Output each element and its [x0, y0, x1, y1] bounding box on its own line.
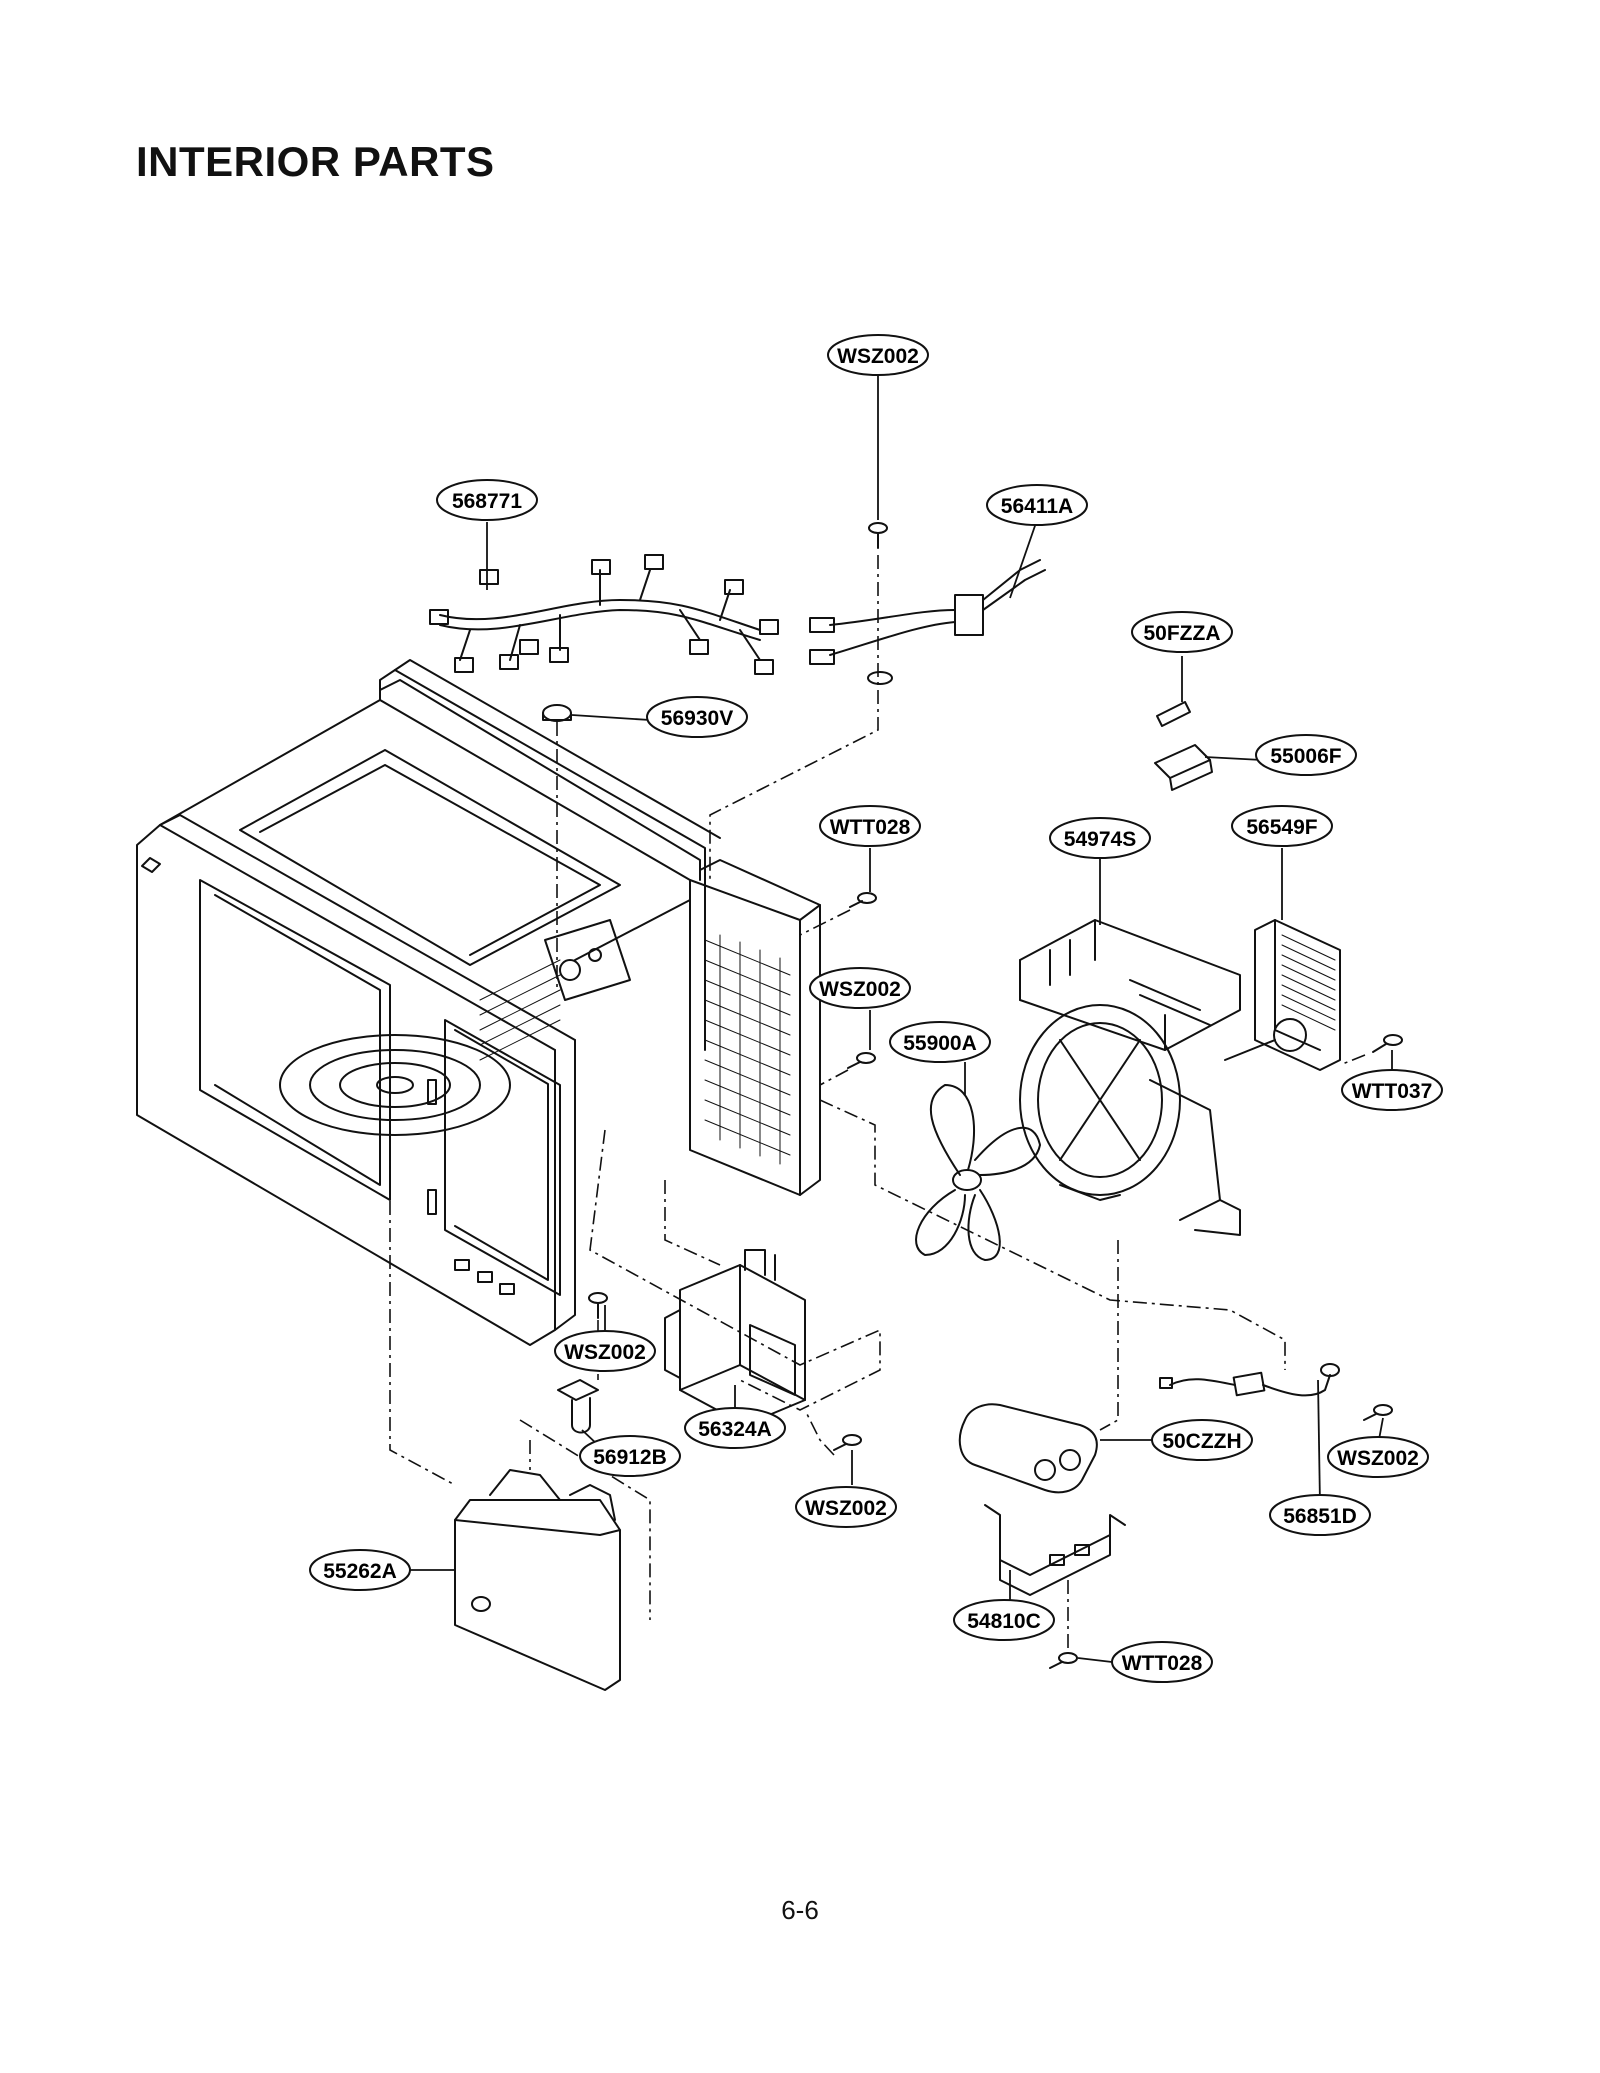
svg-text:56324A: 56324A: [698, 1418, 772, 1441]
label-55900A: 55900A: [889, 1021, 991, 1063]
label-56912B: 56912B: [579, 1435, 681, 1477]
label-56851D: 56851D: [1269, 1494, 1371, 1536]
lamp-socket: [557, 1379, 599, 1434]
label-wsz002-top: WSZ002: [827, 334, 929, 376]
fan-shroud: [1019, 1004, 1241, 1236]
hv-capacitor: [958, 1403, 1098, 1494]
screw-wsz002-mid: [847, 1052, 876, 1069]
svg-text:WTT037: WTT037: [1352, 1080, 1433, 1103]
svg-text:WSZ002: WSZ002: [1337, 1447, 1419, 1470]
screws: [588, 522, 1403, 1669]
screw-wsz002-top: [868, 522, 888, 549]
hv-diode: [1159, 1363, 1340, 1397]
svg-text:WSZ002: WSZ002: [564, 1341, 646, 1364]
fan-blade: [915, 1084, 1041, 1261]
screw-wtt028-top: [849, 892, 877, 908]
label-55262A: 55262A: [309, 1549, 411, 1591]
svg-text:WSZ002: WSZ002: [837, 345, 919, 368]
label-50CZZH: 50CZZH: [1151, 1419, 1253, 1461]
assembly-lines: [389, 555, 1366, 1650]
svg-text:WSZ002: WSZ002: [819, 978, 901, 1001]
label-56549F: 56549F: [1231, 805, 1333, 847]
svg-text:WTT028: WTT028: [830, 816, 911, 839]
svg-text:50CZZH: 50CZZH: [1162, 1430, 1241, 1453]
label-wsz002-left: WSZ002: [554, 1330, 656, 1372]
svg-text:56411A: 56411A: [1001, 495, 1073, 518]
oven-cavity: [136, 659, 721, 1346]
label-wsz002-bot: WSZ002: [795, 1486, 897, 1528]
screw-wtt037: [1372, 1034, 1403, 1053]
svg-text:54974S: 54974S: [1064, 828, 1136, 851]
svg-text:WTT028: WTT028: [1122, 1652, 1203, 1675]
screw-wsz002-right: [1363, 1404, 1393, 1421]
label-50FZZA: 50FZZA: [1131, 611, 1233, 653]
screw-wsz002-bot: [833, 1434, 862, 1451]
screw-wtt028-bot: [1049, 1652, 1078, 1669]
label-55006F: 55006F: [1255, 734, 1357, 776]
svg-text:56912B: 56912B: [593, 1446, 667, 1469]
label-wsz002-right: WSZ002: [1327, 1436, 1429, 1478]
label-wsz002-mid: WSZ002: [809, 967, 911, 1009]
fan-motor: [1224, 919, 1341, 1071]
label-56324A: 56324A: [684, 1407, 786, 1449]
capacitor-bracket: [984, 1504, 1126, 1596]
label-56930V: 56930V: [646, 696, 748, 738]
svg-text:568771: 568771: [452, 490, 522, 513]
label-wtt037: WTT037: [1341, 1069, 1443, 1111]
page-title: INTERIOR PARTS: [136, 138, 495, 185]
label-56411A: 56411A: [986, 484, 1088, 526]
label-54974S: 54974S: [1049, 817, 1151, 859]
svg-text:54810C: 54810C: [967, 1610, 1041, 1633]
fuse: [1154, 701, 1213, 791]
leader-lines: [410, 376, 1393, 1663]
label-54810C: 54810C: [953, 1599, 1055, 1641]
svg-text:56549F: 56549F: [1246, 816, 1317, 839]
side-plate: [544, 859, 821, 1196]
label-wtt028-top: WTT028: [819, 805, 921, 847]
part-labels: WSZ002 568771 56411A 50FZZA 56930V 55006…: [309, 334, 1443, 1683]
svg-text:55262A: 55262A: [323, 1560, 397, 1583]
svg-text:55006F: 55006F: [1270, 745, 1341, 768]
thermostat: [542, 704, 572, 722]
svg-text:56851D: 56851D: [1283, 1505, 1357, 1528]
power-cord: [809, 559, 1046, 685]
svg-text:50FZZA: 50FZZA: [1143, 622, 1220, 645]
svg-text:WSZ002: WSZ002: [805, 1497, 887, 1520]
svg-text:56930V: 56930V: [661, 707, 733, 730]
label-wtt028-bot: WTT028: [1111, 1641, 1213, 1683]
screw-wsz002-left: [588, 1292, 608, 1319]
svg-text:55900A: 55900A: [903, 1032, 977, 1055]
label-568771: 568771: [436, 479, 538, 521]
wire-harness: [429, 554, 779, 675]
guide-duct: [454, 1469, 621, 1691]
page-number: 6-6: [781, 1895, 819, 1925]
magnetron: [664, 1249, 806, 1426]
air-guide: [1019, 919, 1241, 1051]
